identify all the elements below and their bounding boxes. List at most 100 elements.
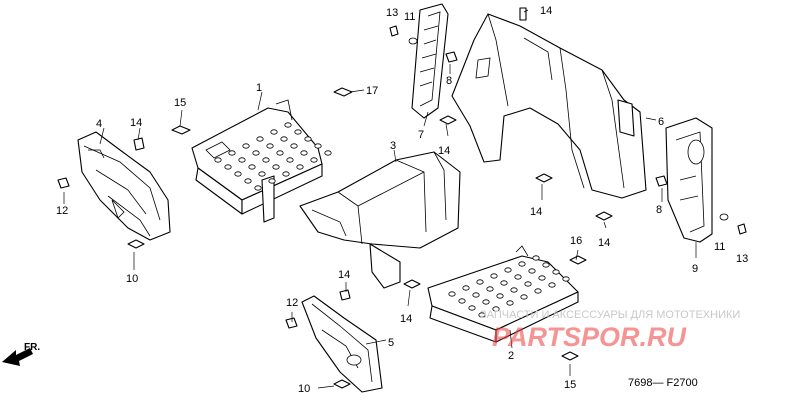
washer-11-right [719, 213, 729, 221]
perforation-hole [448, 291, 456, 297]
nut-8-right [655, 175, 668, 187]
perforation-hole [490, 273, 498, 279]
perforation-hole [538, 275, 546, 281]
perforation-hole [548, 282, 556, 288]
callout-17: 17 [366, 85, 378, 97]
watermark: ЗАПЧАСТИ И АКСЕССУАРЫ ДЛЯ МОТОТЕХНИКИ PA… [480, 309, 740, 352]
bolt-10-lower [333, 379, 351, 389]
callout-11-a: 11 [404, 11, 415, 23]
callout-10-a: 10 [126, 273, 138, 285]
perforation-hole [248, 164, 256, 170]
perforation-hole [504, 267, 512, 273]
nut-12-left [57, 177, 70, 189]
perforation-hole [238, 157, 246, 163]
watermark-logo: PARTSPOR.RU [492, 322, 688, 352]
nut-8-top [445, 51, 458, 63]
perforation-hole [542, 262, 550, 268]
front-label: FR. [24, 342, 40, 353]
callout-5: 5 [388, 337, 394, 349]
callout-1: 1 [256, 82, 262, 94]
callout-11-b: 11 [714, 241, 725, 253]
perforation-hole [492, 306, 500, 312]
part-9-right-panel[interactable] [665, 117, 713, 243]
perforation-hole [478, 312, 486, 318]
callout-15-b: 15 [564, 379, 576, 391]
perforation-hole [528, 268, 536, 274]
perforation-hole [296, 164, 304, 170]
perforation-hole [324, 150, 332, 156]
callouts: 1 4 3 5 6 7 2 9 17 15 14 13 11 8 14 14 1… [56, 5, 748, 395]
part-4-left-guard[interactable] [77, 131, 171, 241]
perforation-hole [294, 129, 302, 135]
callout-10-b: 10 [298, 383, 310, 395]
perforation-hole [258, 171, 266, 177]
perforation-hole [462, 285, 470, 291]
perforation-hole [268, 178, 276, 184]
perforation-hole [534, 288, 542, 294]
bolt-15-left [171, 125, 191, 135]
nut-12-lower [285, 317, 298, 329]
bolt-15-lower [561, 351, 579, 361]
perforation-hole [276, 150, 284, 156]
callout-7: 7 [418, 129, 424, 141]
perforation-hole [262, 157, 270, 163]
perforation-hole [286, 157, 294, 163]
bolt-13-right [737, 223, 747, 235]
front-arrow: FR. [2, 342, 40, 366]
bolt-14-lower-right [595, 211, 613, 221]
callout-8-b: 8 [656, 204, 662, 216]
perforation-hole [486, 286, 494, 292]
bolt-14-lower [339, 289, 351, 301]
part-5-lower-guard[interactable] [301, 295, 383, 393]
perforation-hole [518, 261, 526, 267]
callout-9: 9 [692, 263, 698, 275]
perforation-hole [244, 178, 252, 184]
washer-11-top [408, 37, 418, 45]
leader-lines [63, 9, 697, 389]
perforation-hole [532, 255, 540, 261]
callout-8-a: 8 [446, 75, 452, 87]
callout-14-a: 14 [130, 117, 142, 129]
part-1-left-floor[interactable] [191, 99, 332, 223]
perforation-hole [228, 150, 236, 156]
perforation-hole [280, 136, 288, 142]
perforation-hole [234, 171, 242, 177]
perforation-hole [520, 294, 528, 300]
perforation-hole [552, 269, 560, 275]
callout-14-e: 14 [598, 237, 610, 249]
perforation-hole [476, 279, 484, 285]
perforation-hole [252, 150, 260, 156]
perforation-hole [458, 298, 466, 304]
bolt-14-top [519, 7, 527, 21]
callout-6: 6 [658, 116, 664, 128]
bolt-16 [569, 255, 587, 265]
perforation-hole [254, 185, 262, 191]
perforation-hole [500, 280, 508, 286]
perforation-hole [224, 164, 232, 170]
callout-14-g: 14 [400, 313, 412, 325]
callout-14-f: 14 [338, 269, 350, 281]
part-7-bracket[interactable] [411, 3, 449, 119]
part-3-center-tunnel[interactable] [299, 151, 461, 289]
callout-3: 3 [390, 140, 396, 152]
perforation-hole [282, 171, 290, 177]
bolt-10-left [127, 239, 145, 249]
perforation-hole [314, 143, 322, 149]
perforation-hole [270, 129, 278, 135]
perforation-hole [468, 305, 476, 311]
perforation-hole [290, 143, 298, 149]
part-6-frame-cover[interactable] [451, 13, 647, 199]
callout-14-b: 14 [540, 5, 552, 17]
callout-15-a: 15 [174, 97, 186, 109]
perforation-hole [506, 300, 514, 306]
part-2-right-floor[interactable] [427, 245, 579, 343]
watermark-caption: ЗАПЧАСТИ И АКСЕССУАРЫ ДЛЯ МОТОТЕХНИКИ [480, 309, 740, 321]
diagram-code: 7698— F2700 [628, 377, 698, 389]
bolt-14-lower-2 [403, 279, 421, 289]
callout-2: 2 [508, 350, 514, 362]
callout-13-a: 13 [386, 7, 398, 19]
perforation-hole [284, 122, 292, 128]
callout-14-c: 14 [438, 145, 450, 157]
arrow-icon [2, 348, 33, 366]
